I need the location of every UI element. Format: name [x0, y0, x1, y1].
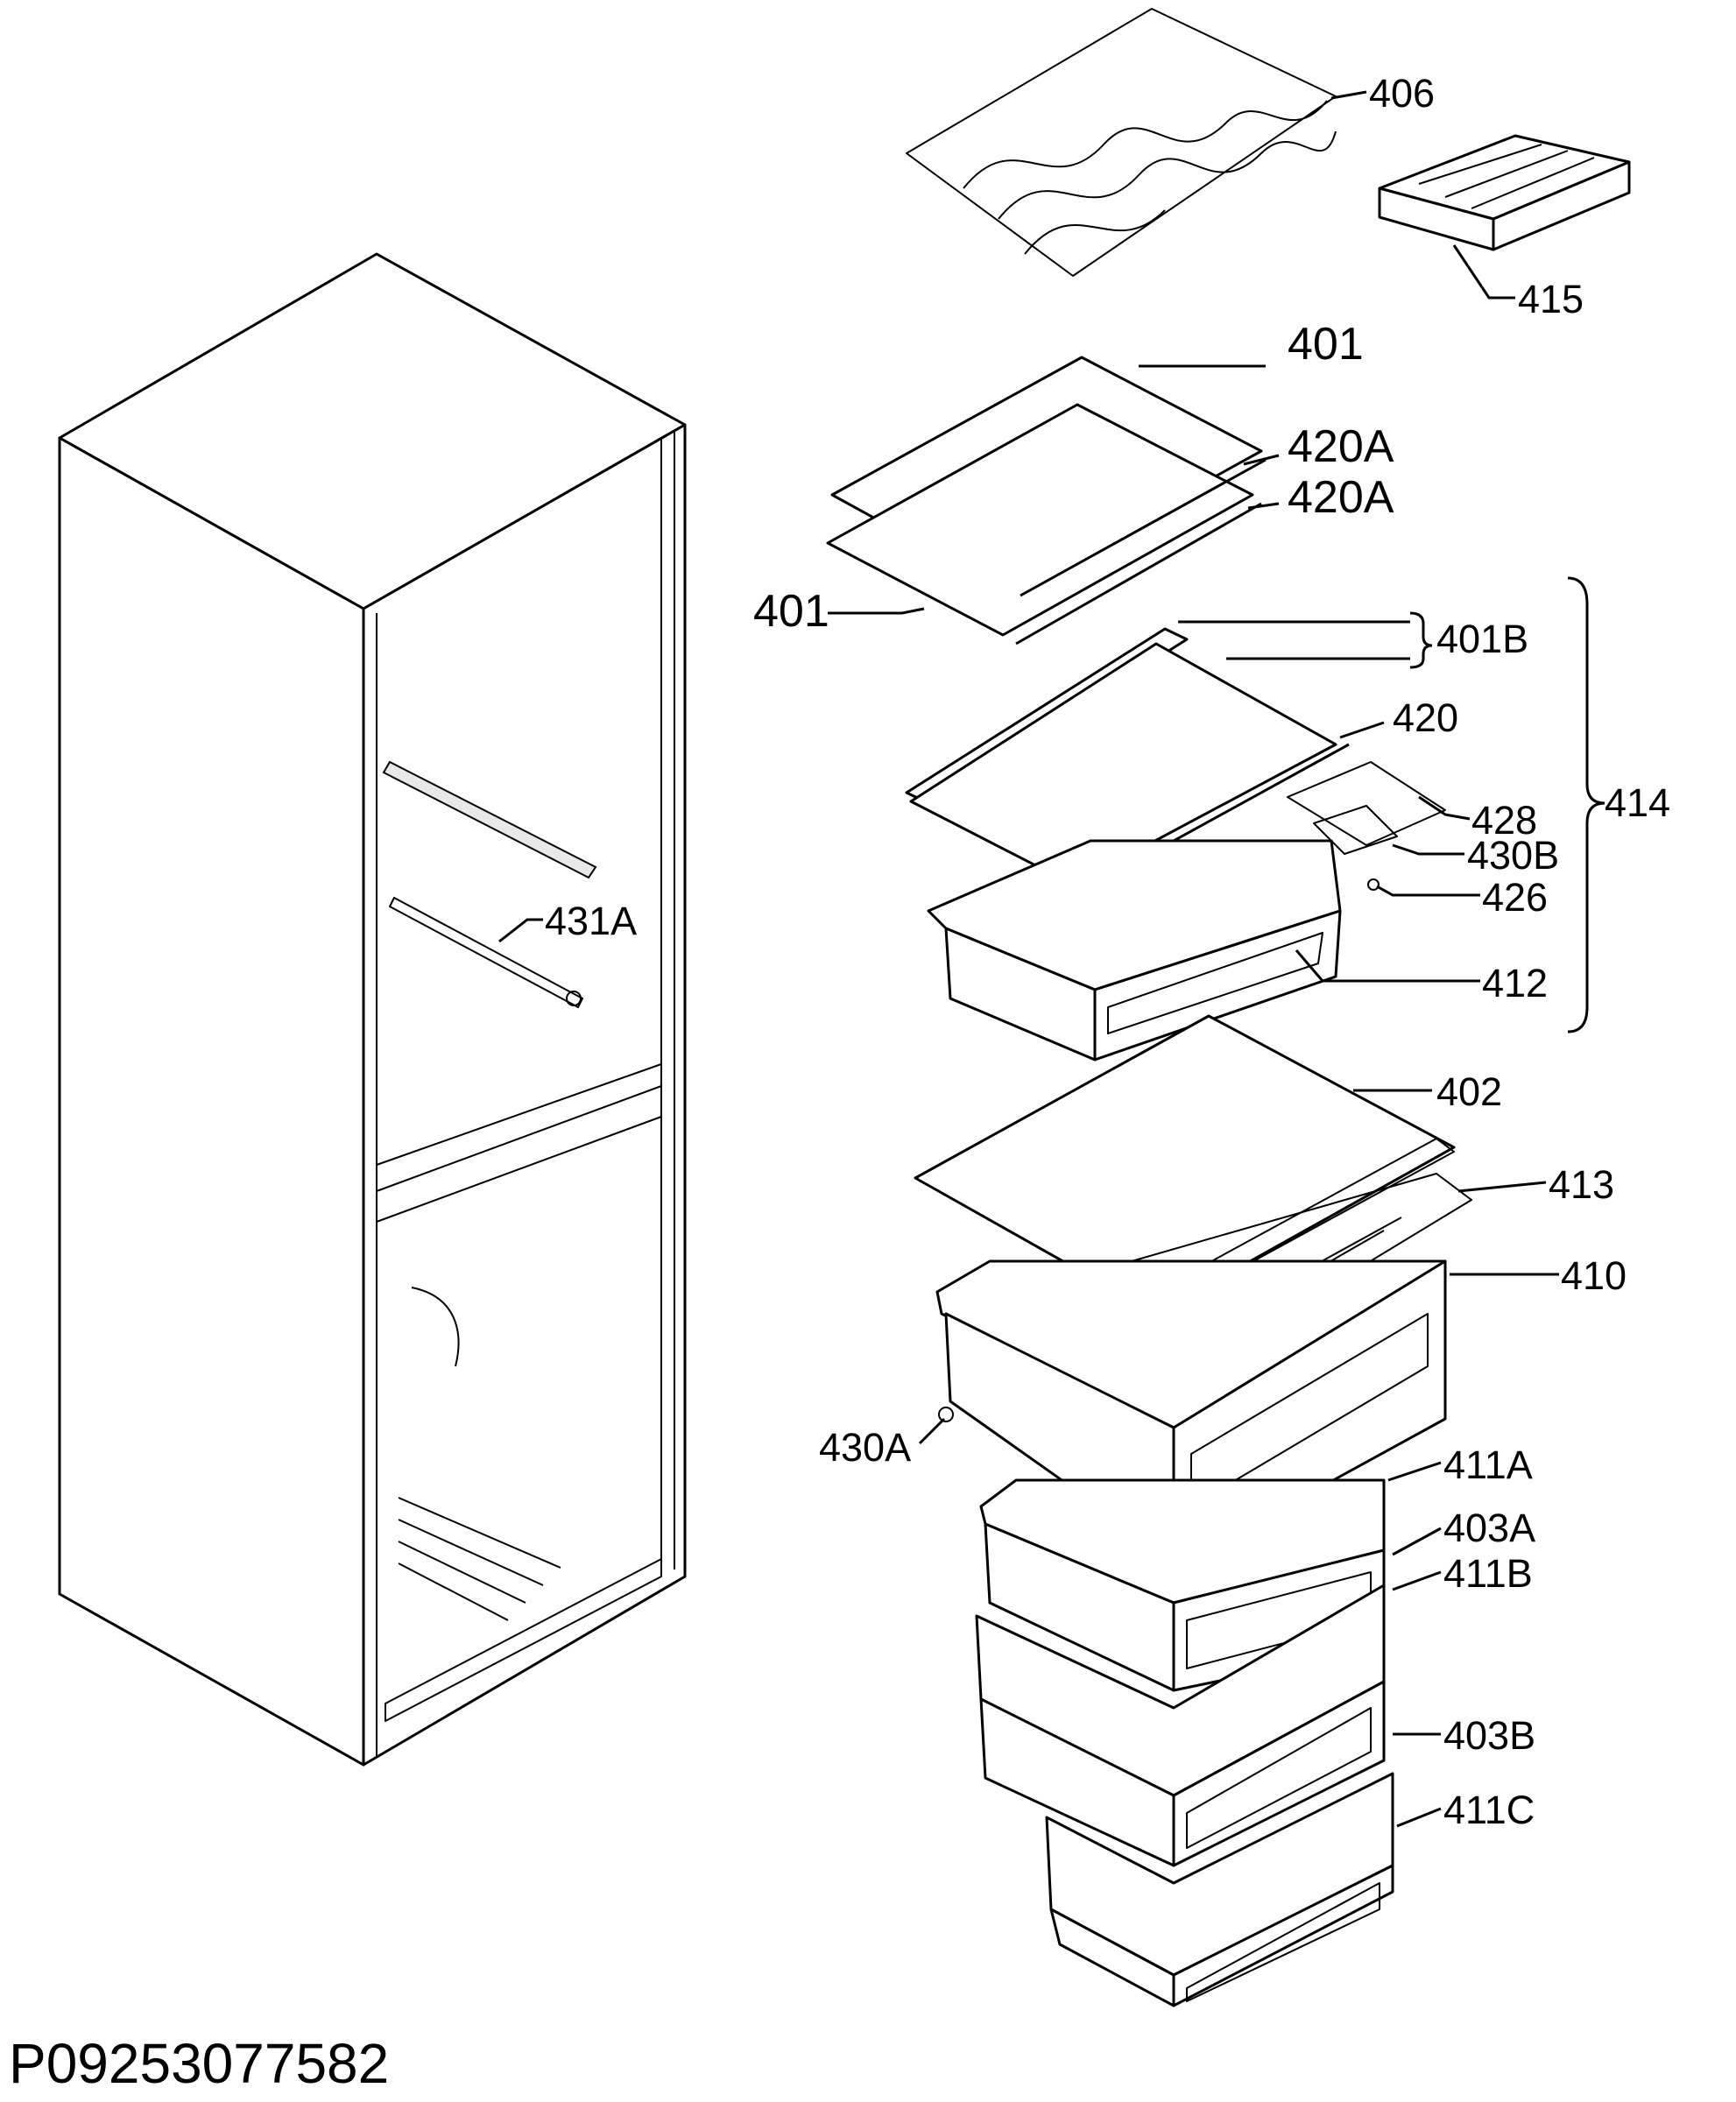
- callout-401-top: 401: [1288, 319, 1364, 370]
- diagram-code: P09253077582: [9, 2032, 389, 2095]
- callout-414: 414: [1605, 780, 1670, 825]
- callout-401-left: 401: [753, 586, 829, 637]
- callout-430B: 430B: [1467, 833, 1559, 878]
- callout-401B: 401B: [1436, 617, 1528, 661]
- drawer-part-411C: [1045, 1772, 1394, 2007]
- callout-labels: 406 415 401 420A 420A 401 401B 420 414 4…: [545, 71, 1670, 1832]
- callout-402: 402: [1436, 1069, 1502, 1114]
- callout-413: 413: [1549, 1162, 1614, 1207]
- callout-430A: 430A: [819, 1425, 911, 1470]
- refrigerator-cabinet: [58, 252, 687, 1767]
- wine-rack-part-406: [906, 8, 1337, 277]
- callout-411A: 411A: [1443, 1442, 1533, 1487]
- callout-412: 412: [1482, 961, 1548, 1005]
- leader-lines: [498, 90, 1605, 1828]
- callout-406: 406: [1369, 71, 1435, 116]
- callout-415: 415: [1518, 277, 1584, 321]
- callout-403A: 403A: [1443, 1506, 1535, 1550]
- callout-426: 426: [1482, 875, 1548, 920]
- drawer-part-411A: [979, 1478, 1386, 1692]
- glass-shelves-part-401: [826, 356, 1267, 645]
- callout-420A-2: 420A: [1288, 472, 1394, 523]
- callout-403B: 403B: [1443, 1713, 1535, 1758]
- callout-420A-1: 420A: [1288, 421, 1394, 472]
- shelf-drawer-assembly-part-414: [905, 627, 1446, 1062]
- callout-420: 420: [1393, 695, 1458, 740]
- callout-411B: 411B: [1443, 1551, 1533, 1596]
- drawer-part-411B: [975, 1584, 1386, 1867]
- callout-410: 410: [1561, 1253, 1627, 1298]
- callout-428: 428: [1471, 798, 1537, 843]
- callout-431A: 431A: [545, 899, 637, 943]
- callout-411C: 411C: [1443, 1788, 1535, 1832]
- filter-part-415: [1378, 134, 1631, 251]
